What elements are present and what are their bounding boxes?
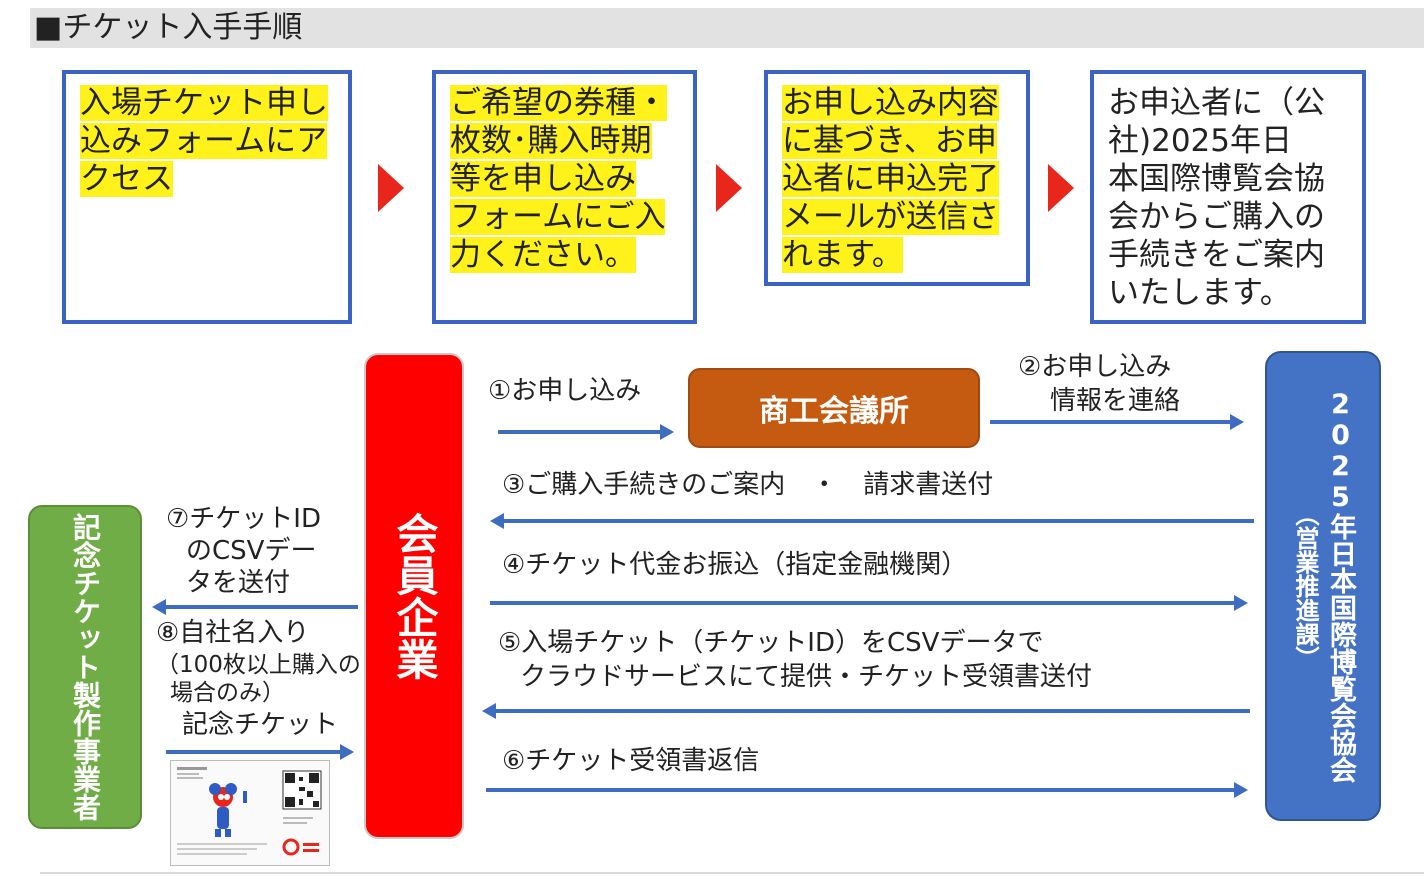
step-4-text: お申込者に（公社)2025年日本国際博覧会協会からご購入の手続きをご案内いたしま…	[1108, 84, 1352, 312]
ticket-sample-image	[170, 760, 330, 866]
step-1-line: 入場チケット申し	[80, 85, 328, 121]
step-4-line: いたします。	[1108, 275, 1291, 311]
flow-8-label-3: 場合のみ）	[170, 680, 285, 706]
maker-node: 記念チケット製作事業者	[28, 505, 142, 829]
step-3-text: お申し込み内容に基づき、お申込者に申込完了メールが送信されます。	[782, 84, 1016, 274]
step-4-line: お申込者に（公	[1108, 85, 1325, 121]
step-4-line: 手続きをご案内	[1108, 237, 1325, 273]
flow-7-arrow	[152, 599, 358, 615]
member-label: 会員企業	[390, 512, 439, 680]
step-3-line: に基づき、お申	[782, 123, 997, 159]
step-4-line: 本国際博覧会協	[1108, 161, 1325, 197]
flow-4-arrow	[490, 595, 1248, 611]
step-2-text: ご希望の券種・枚数･購入時期等を申し込みフォームにご入力ください。	[450, 84, 683, 274]
step-4-line: 社)2025年日	[1108, 123, 1292, 159]
flow-5-label-1: ⑤入場チケット（チケットID）をCSVデータで	[498, 628, 1044, 658]
step-box-1: 入場チケット申し込みフォームにアクセス	[62, 70, 352, 324]
expo-node: （営業推進課） 2025年日本国際博覧会協会	[1265, 351, 1381, 821]
chamber-node: 商工会議所	[688, 368, 980, 448]
step-2-line: 枚数･購入時期	[450, 123, 652, 159]
step-1-line: クセス	[80, 161, 173, 197]
flow-3-arrow	[490, 513, 1254, 529]
flow-3-label: ③ご購入手続きのご案内 ・ 請求書送付	[502, 470, 994, 500]
flow-8-label-2: （100枚以上購入の	[156, 652, 361, 678]
step-box-3: お申し込み内容に基づき、お申込者に申込完了メールが送信されます。	[764, 70, 1030, 286]
flow-6-label: ⑥チケット受領書返信	[502, 746, 760, 776]
ticket-illustration-icon	[177, 767, 322, 856]
step-arrow-icon	[716, 164, 742, 212]
step-1-text: 入場チケット申し込みフォームにアクセス	[80, 84, 338, 198]
flow-4-label: ④チケット代金お振込（指定金融機関）	[502, 550, 968, 580]
member-node: 会員企業	[364, 353, 464, 839]
expo-dept-label: （営業推進課）	[1291, 502, 1319, 670]
bottom-divider	[40, 872, 1424, 874]
step-3-line: 込者に申込完了	[782, 161, 999, 197]
step-arrow-icon	[378, 164, 404, 212]
flow-1-label: ①お申し込み	[488, 376, 642, 406]
step-2-line: 力ください。	[450, 237, 636, 273]
step-arrow-icon	[1048, 164, 1074, 212]
step-3-line: れます。	[782, 237, 903, 273]
step-box-2: ご希望の券種・枚数･購入時期等を申し込みフォームにご入力ください。	[432, 70, 697, 324]
flow-8-arrow	[166, 744, 354, 760]
step-2-line: 等を申し込み	[450, 161, 636, 197]
flow-7-label-3: タを送付	[186, 568, 291, 598]
flow-8-label-4: 記念チケット	[182, 710, 339, 740]
step-3-line: メールが送信さ	[782, 199, 999, 235]
chamber-label: 商工会議所	[759, 394, 909, 429]
flow-8-label-1: ⑧自社名入り	[156, 618, 310, 648]
flow-5-arrow	[482, 703, 1250, 719]
step-1-line: 込みフォームにア	[80, 123, 328, 159]
flow-7-label-2: のCSVデー	[186, 536, 317, 566]
flow-7-label-1: ⑦チケットID	[166, 504, 321, 534]
flow-2-label-1: ②お申し込み	[1018, 352, 1172, 382]
step-box-4: お申込者に（公社)2025年日本国際博覧会協会からご購入の手続きをご案内いたしま…	[1090, 70, 1366, 324]
flow-2-label-2: 情報を連絡	[1050, 386, 1181, 416]
flow-5-label-2: クラウドサービスにて提供・チケット受領書送付	[520, 662, 1093, 692]
title-bar	[30, 8, 1424, 48]
expo-label: 2025年日本国際博覧会協会	[1325, 389, 1356, 783]
step-3-line: お申し込み内容	[782, 85, 999, 121]
step-2-line: フォームにご入	[450, 199, 666, 235]
page-title: ■チケット入手手順	[34, 10, 303, 45]
step-2-line: ご希望の券種・	[450, 85, 667, 121]
step-4-line: 会からご購入の	[1108, 199, 1325, 235]
flow-2-arrow	[990, 414, 1244, 430]
maker-label: 記念チケット製作事業者	[69, 513, 102, 821]
flow-6-arrow	[486, 782, 1248, 798]
flow-1-arrow	[498, 424, 674, 440]
